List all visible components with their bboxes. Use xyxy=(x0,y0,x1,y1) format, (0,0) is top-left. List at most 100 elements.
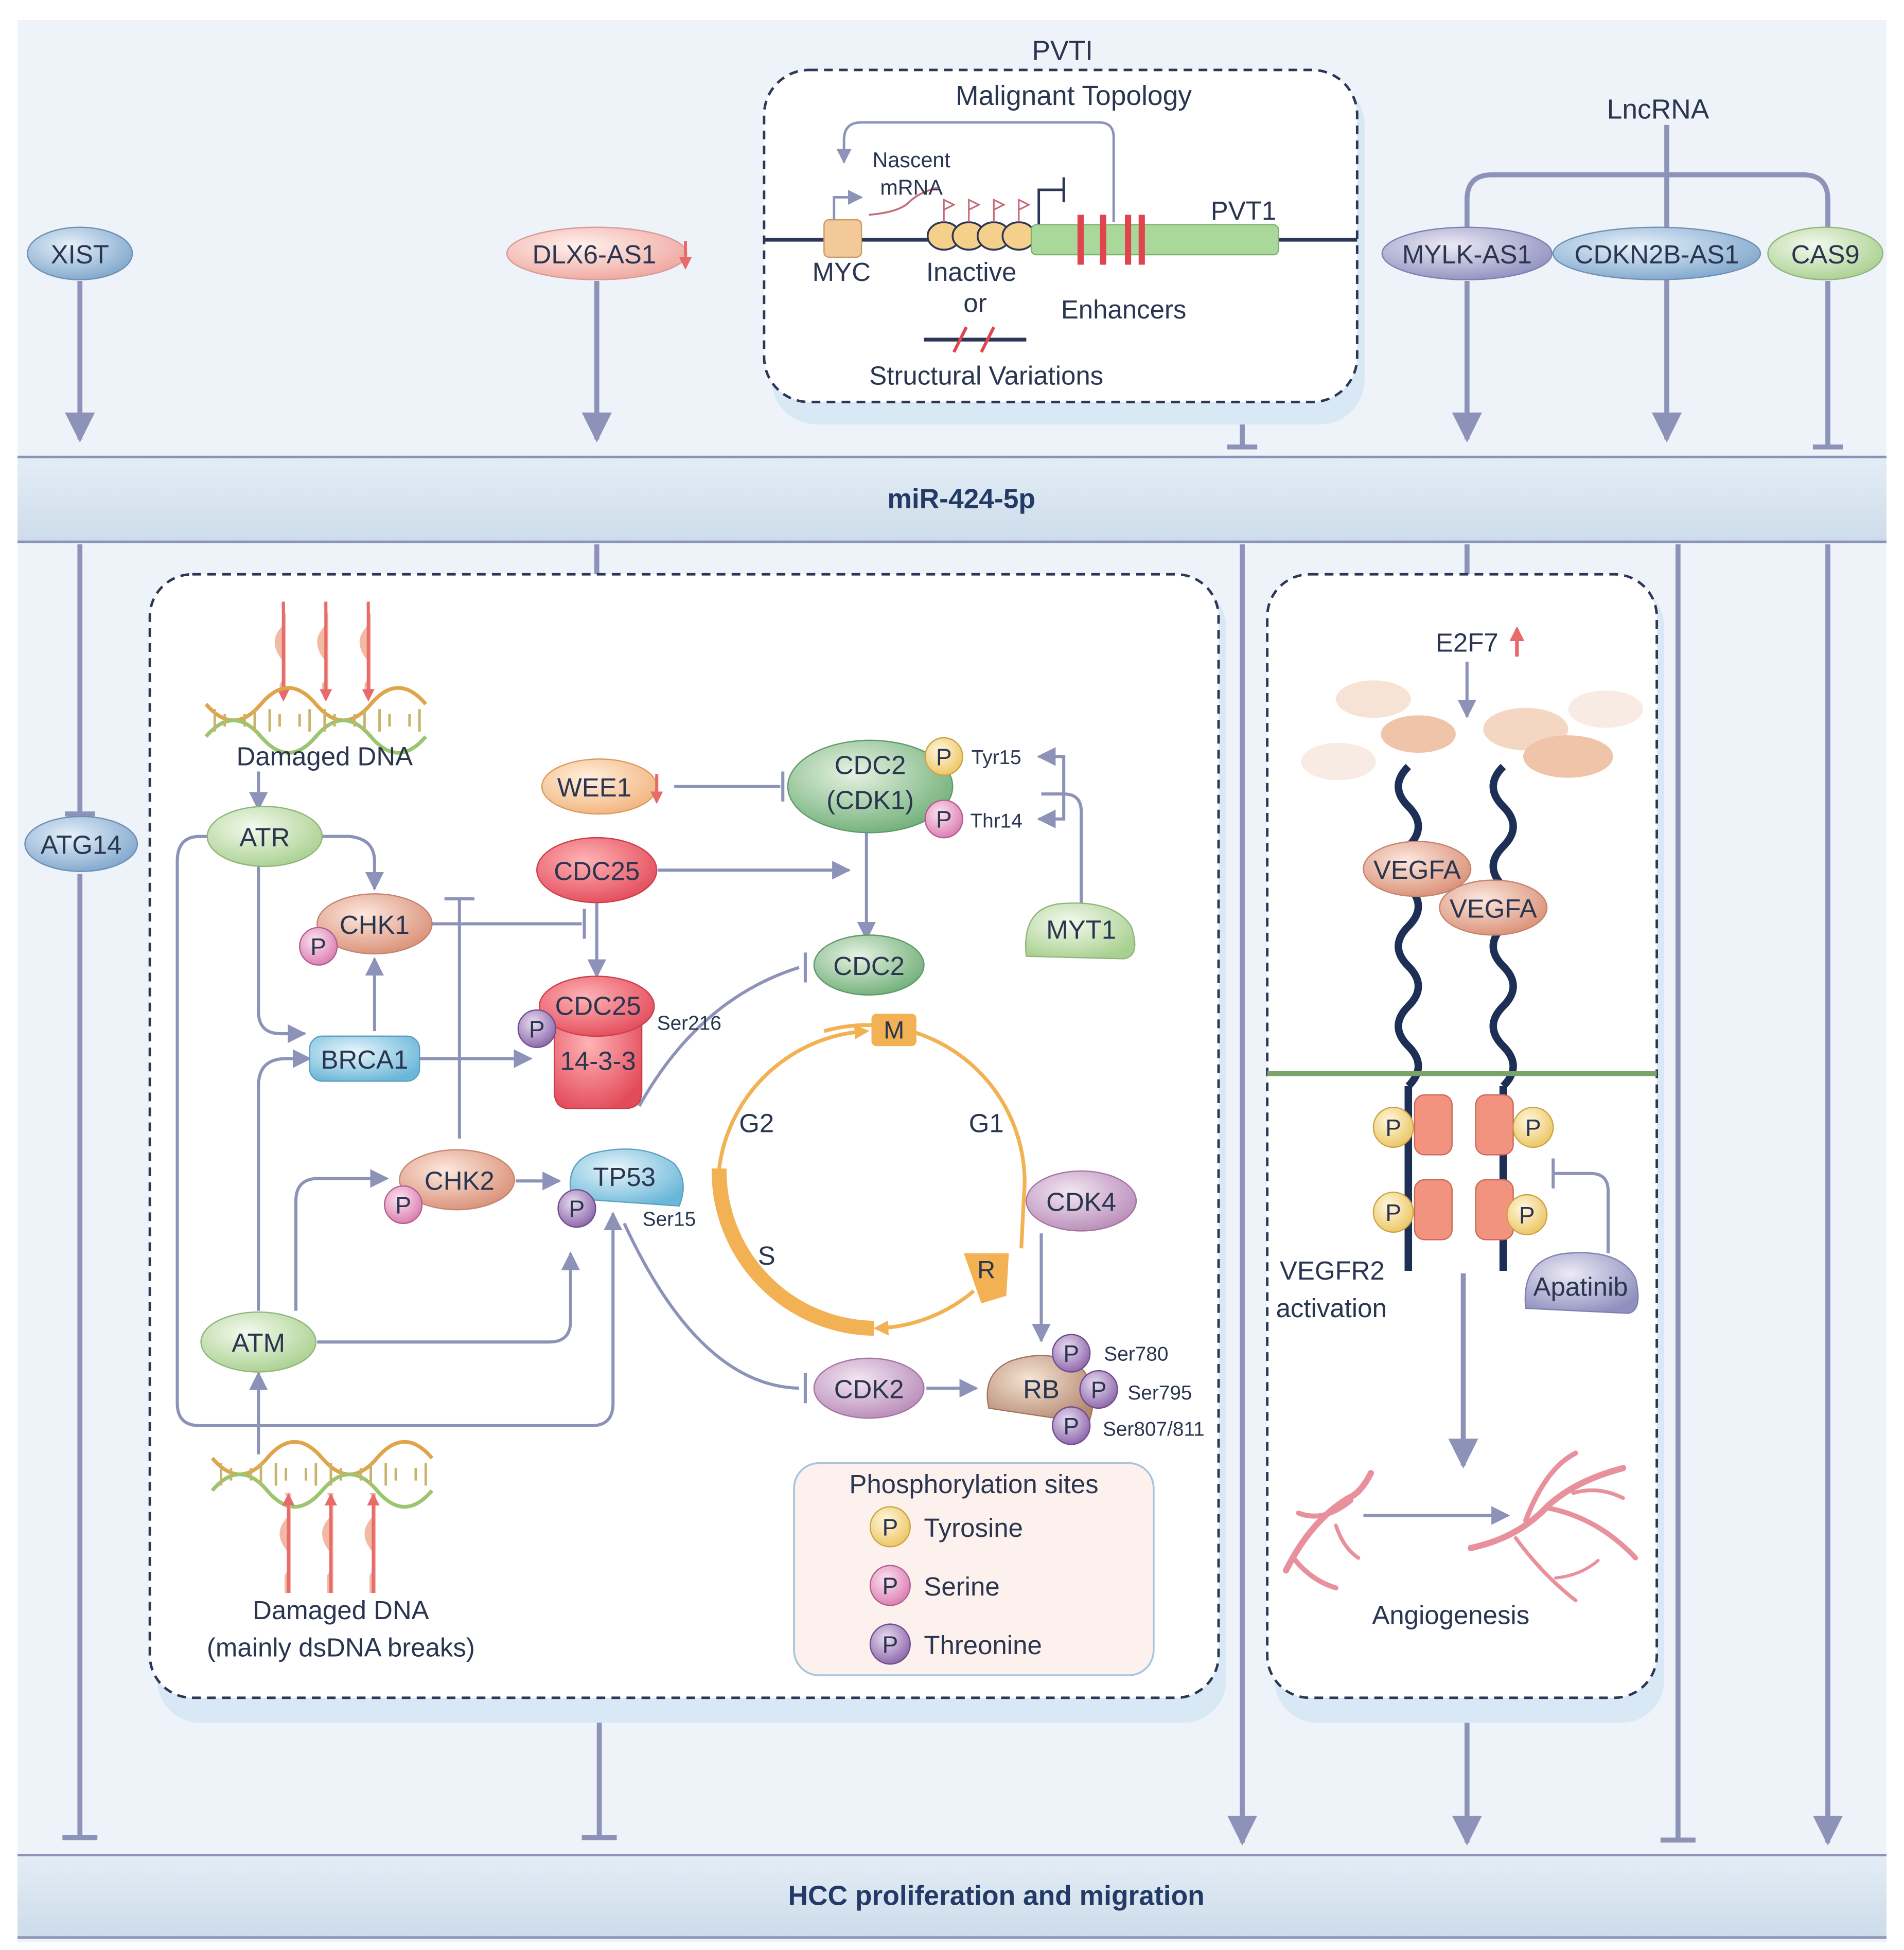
apatinib-inhibition xyxy=(1552,1158,1610,1254)
svg-text:P: P xyxy=(936,806,952,833)
chk2-node: CHK2 xyxy=(399,1149,515,1211)
svg-text:P: P xyxy=(883,1572,898,1599)
brca1-node: BRCA1 xyxy=(309,1035,420,1082)
svg-text:CDKN2B-AS1: CDKN2B-AS1 xyxy=(1575,240,1739,269)
svg-text:WEE1: WEE1 xyxy=(557,773,631,802)
phase-m: M xyxy=(884,1017,904,1044)
svg-text:MYT1: MYT1 xyxy=(1046,915,1116,945)
vegfa-cloud xyxy=(1301,680,1643,781)
phosphate-icon: P xyxy=(1372,1106,1414,1148)
cdk4-node: CDK4 xyxy=(1026,1170,1137,1232)
phosphate-icon: P xyxy=(517,1009,556,1048)
phosphate-icon: P xyxy=(1052,1334,1091,1373)
mir-424-5p-bar: miR-424-5p xyxy=(17,455,1887,543)
dna-helix-top: Damaged DNA xyxy=(204,686,428,771)
svg-text:CHK1: CHK1 xyxy=(340,910,410,939)
cycle-connectors xyxy=(175,747,1083,1455)
atm-node: ATM xyxy=(200,1311,317,1373)
svg-text:BRCA1: BRCA1 xyxy=(321,1045,409,1074)
svg-text:DLX6-AS1: DLX6-AS1 xyxy=(533,240,657,269)
phase-s: S xyxy=(758,1241,775,1270)
blood-vessel-icons xyxy=(1282,1450,1638,1603)
damage-arrows-top xyxy=(274,601,375,702)
svg-text:MYC: MYC xyxy=(813,257,871,287)
pvt1-box: PVTI Malignant Topology Nascent mRNA MYC… xyxy=(763,36,1365,425)
svg-text:Apatinib: Apatinib xyxy=(1533,1272,1628,1302)
svg-text:RB: RB xyxy=(1023,1374,1060,1404)
svg-text:MYLK-AS1: MYLK-AS1 xyxy=(1402,240,1532,269)
xist-node: XIST xyxy=(27,226,133,280)
chk1-node: CHK1 xyxy=(316,893,433,954)
svg-text:P: P xyxy=(1385,1199,1401,1226)
svg-text:P: P xyxy=(1063,1340,1079,1367)
svg-text:P: P xyxy=(883,1631,898,1658)
cdkn2b-as1-node: CDKN2B-AS1 xyxy=(1553,226,1761,280)
svg-text:Enhancers: Enhancers xyxy=(1061,295,1187,324)
rb-node: RB Ser780 Ser795 Ser807/811 xyxy=(986,1343,1205,1440)
dna-helix-bottom: Damaged DNA (mainly dsDNA breaks) xyxy=(207,1440,475,1662)
phosphate-icon: P xyxy=(384,1185,423,1225)
svg-text:P: P xyxy=(1519,1202,1535,1229)
svg-text:Tyr15: Tyr15 xyxy=(972,747,1021,769)
phosphate-icon: P xyxy=(1372,1191,1414,1233)
cdc2-node: CDC2 xyxy=(813,934,925,996)
phosphate-sites: P P P P P P P P P xyxy=(299,737,1118,1445)
phosphorylation-legend: Phosphorylation sites P Tyrosine P Serin… xyxy=(793,1462,1155,1676)
legend-title: Phosphorylation sites xyxy=(849,1469,1098,1499)
svg-text:Ser216: Ser216 xyxy=(657,1013,721,1035)
tyrosine-icon xyxy=(869,1506,911,1548)
phase-r: R xyxy=(977,1256,995,1284)
svg-text:XIST: XIST xyxy=(51,240,109,269)
e2f7-label: E2F7 xyxy=(1436,628,1498,658)
legend-tyrosine: Tyrosine xyxy=(924,1513,1023,1543)
phosphate-icon: P xyxy=(1506,1194,1548,1235)
svg-text:P: P xyxy=(569,1196,585,1222)
cdc25-14-3-3-complex: CDC25 14-3-3 Ser216 xyxy=(538,976,721,1109)
cell-cycle-box xyxy=(148,573,1226,1723)
legend-threonine: Threonine xyxy=(924,1630,1042,1660)
hcc-label: HCC proliferation and migration xyxy=(788,1881,1204,1911)
phase-g1: G1 xyxy=(969,1109,1004,1138)
svg-text:ATM: ATM xyxy=(232,1328,285,1358)
hcc-bar: HCC proliferation and migration xyxy=(17,1854,1887,1939)
serine-icon xyxy=(869,1565,911,1606)
svg-text:or: or xyxy=(963,289,986,318)
tp53-node: TP53 Ser15 xyxy=(569,1148,696,1231)
cdc2-cdk1-node: CDC2 (CDK1) Tyr15 Thr14 xyxy=(787,739,1022,834)
atg14-node: ATG14 xyxy=(24,816,138,872)
apatinib-node: Apatinib xyxy=(1524,1252,1639,1314)
angiogenesis-label: Angiogenesis xyxy=(1372,1601,1529,1630)
svg-text:PVT1: PVT1 xyxy=(1211,196,1276,225)
legend-serine: Serine xyxy=(924,1572,999,1601)
cdk2-node: CDK2 xyxy=(813,1357,925,1419)
svg-text:Structural Variations: Structural Variations xyxy=(869,361,1103,390)
svg-text:CDK2: CDK2 xyxy=(834,1374,904,1404)
svg-text:P: P xyxy=(936,743,952,770)
phase-g2: G2 xyxy=(739,1109,774,1138)
svg-text:P: P xyxy=(1091,1376,1107,1403)
top-connectors xyxy=(62,125,1843,1846)
svg-text:CAS9: CAS9 xyxy=(1791,240,1860,269)
svg-text:ATR: ATR xyxy=(239,823,290,852)
phosphate-icon: P xyxy=(1512,1106,1554,1148)
svg-text:VEGFA: VEGFA xyxy=(1450,894,1537,923)
vegfa-node-b: VEGFA xyxy=(1439,879,1548,936)
vegfr2-activation-label: activation xyxy=(1276,1293,1387,1323)
phosphate-icon: P xyxy=(924,737,963,776)
svg-text:ATG14: ATG14 xyxy=(41,830,122,860)
atr-node: ATR xyxy=(206,806,323,867)
svg-text:Thr14: Thr14 xyxy=(970,810,1022,832)
cell-cycle-ring: M R G1 G2 S xyxy=(711,1014,1027,1336)
phosphate-icon: P xyxy=(1079,1370,1118,1409)
svg-text:CDC2: CDC2 xyxy=(833,951,905,981)
phosphate-icon: P xyxy=(924,800,963,839)
svg-text:CDK4: CDK4 xyxy=(1046,1187,1116,1217)
svg-text:P: P xyxy=(395,1192,411,1218)
svg-text:P: P xyxy=(1385,1114,1401,1141)
phosphate-icon: P xyxy=(299,927,338,966)
svg-text:(CDK1): (CDK1) xyxy=(826,785,914,814)
phosphate-icon: P xyxy=(1052,1406,1091,1445)
svg-text:CDC25: CDC25 xyxy=(554,857,640,886)
